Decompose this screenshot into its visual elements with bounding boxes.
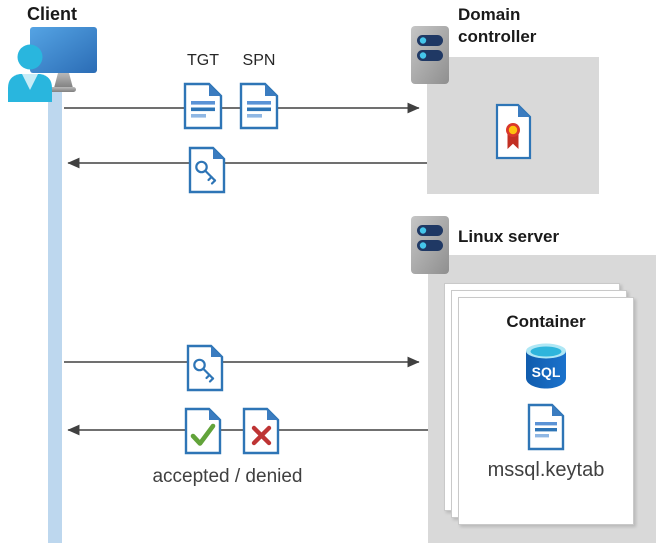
accepted-denied-label: accepted / denied	[152, 466, 303, 487]
keytab-label: mssql.keytab	[487, 459, 605, 481]
linux-server-label: Linux server	[458, 227, 560, 246]
user-icon	[8, 44, 52, 102]
deny-document-icon	[242, 407, 280, 455]
spn-label: SPN	[242, 52, 276, 69]
domain-controller-label: Domain controller	[458, 5, 537, 46]
monitor-icon	[30, 27, 97, 92]
container-label: Container	[506, 312, 586, 331]
domain-controller-server-icon	[411, 26, 449, 84]
spn-document-icon	[239, 82, 279, 130]
linux-server-icon	[411, 216, 449, 274]
container-card: Container SQL mssql.keytab	[458, 297, 634, 525]
client-lifeline	[48, 90, 62, 543]
keytab-document-icon	[527, 403, 565, 451]
sql-database-icon: SQL	[526, 343, 566, 389]
certificate-icon	[495, 103, 532, 160]
key-document-icon	[186, 344, 224, 392]
client-label: Client	[27, 4, 78, 24]
tgt-document-icon	[183, 82, 223, 130]
tgt-label: TGT	[187, 52, 219, 69]
key-document-icon	[188, 146, 226, 194]
user-monitor-icon	[8, 27, 97, 102]
check-document-icon	[184, 407, 222, 455]
sql-text: SQL	[532, 364, 561, 380]
